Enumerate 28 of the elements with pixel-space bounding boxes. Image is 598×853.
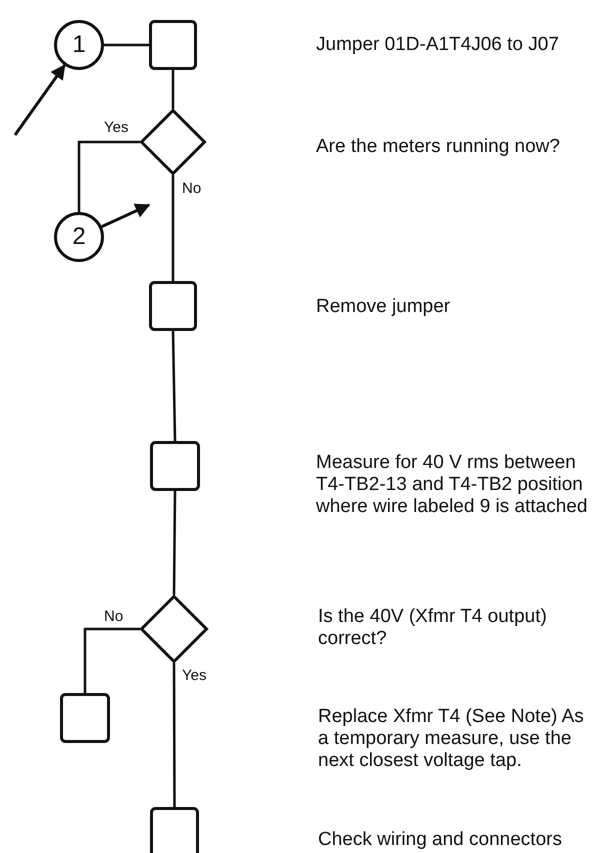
connector-line <box>172 663 176 807</box>
step-description: Jumper 01D-A1T4J06 to J07 <box>316 34 560 56</box>
step-number: 2 <box>72 223 86 251</box>
process-box <box>150 441 200 491</box>
process-box <box>149 281 197 331</box>
process-box <box>149 20 197 70</box>
decision-diamond <box>140 109 206 175</box>
step-description: Check wiring and connectors <box>318 829 563 851</box>
step-number: 1 <box>72 31 86 59</box>
connector-line <box>172 330 176 442</box>
step-description: Remove jumper <box>316 296 452 318</box>
process-box <box>150 807 199 853</box>
connector-line <box>104 44 149 46</box>
step-description: Measure for 40 V rms between T4-TB2-13 and T4-TB2 position where wire labeled 9 is attached <box>316 452 588 518</box>
arrow <box>14 64 66 136</box>
step-description: Is the 40V (Xfmr T4 output) correct? <box>318 606 548 650</box>
step-description: Are the meters running now? <box>316 136 561 158</box>
connector-line <box>172 490 176 596</box>
decision-diamond <box>140 595 208 663</box>
arrow <box>101 204 150 228</box>
connector-line <box>78 140 140 212</box>
connector-circle <box>54 212 104 262</box>
connector-line <box>84 628 140 693</box>
connector-line <box>172 70 174 109</box>
step-description: Replace Xfmr T4 (See Note) As a temporary measure, use the next closest voltage tap. <box>318 706 585 772</box>
connector-line <box>172 175 174 281</box>
connector-circle <box>54 20 104 70</box>
process-box <box>60 693 110 743</box>
